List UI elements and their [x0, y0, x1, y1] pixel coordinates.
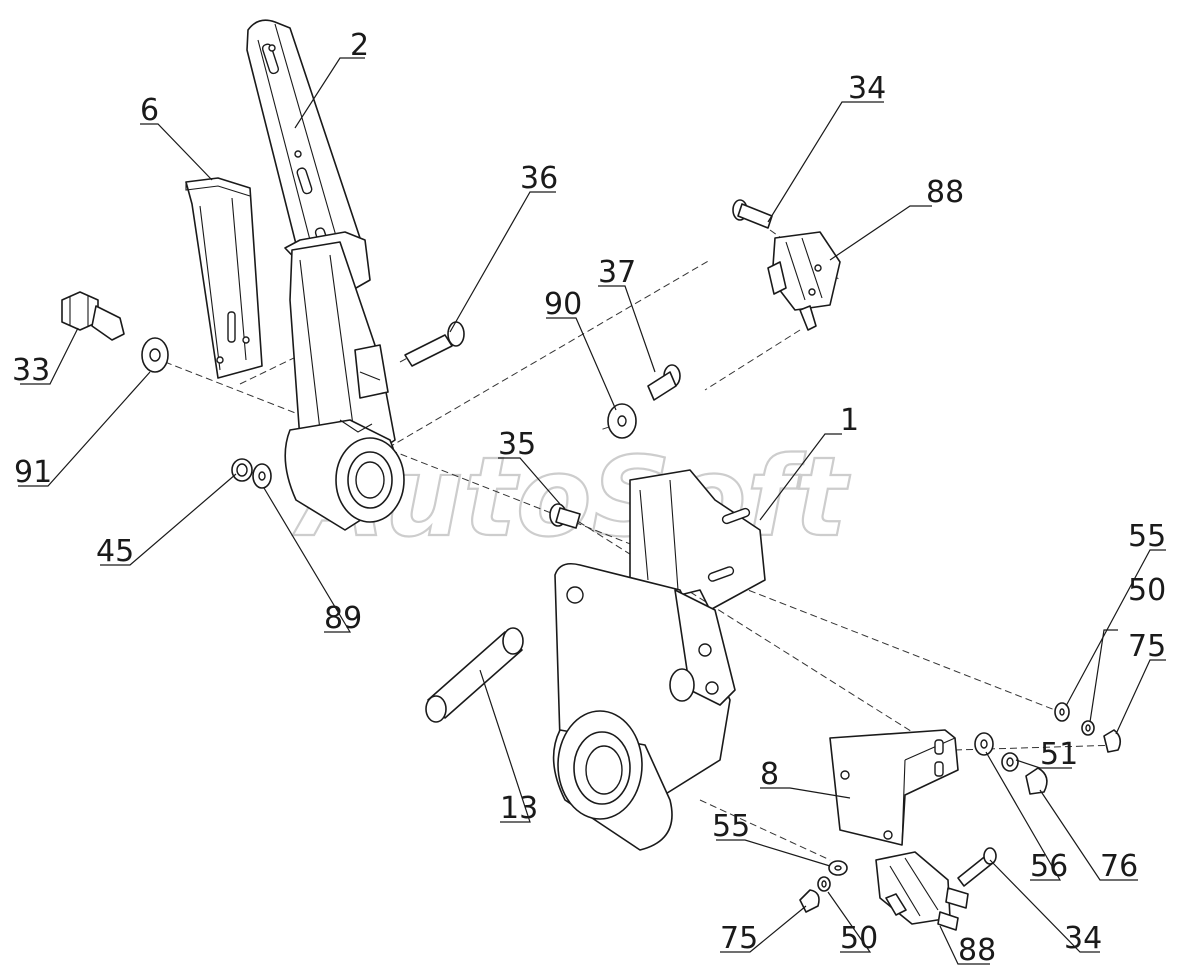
callout-51: 51 — [1040, 737, 1078, 772]
callout-76: 76 — [1100, 849, 1138, 884]
callout-1: 1 — [840, 403, 859, 438]
callout-37: 37 — [598, 255, 636, 290]
callout-50-right: 50 — [1128, 573, 1166, 608]
callout-75-right: 75 — [1128, 629, 1166, 664]
part-13-shaft — [425, 627, 524, 723]
callout-labels: 2 6 1 8 13 33 34 34 35 36 37 45 50 50 51… — [12, 28, 1166, 968]
callout-55-right: 55 — [1128, 519, 1166, 554]
part-34-bottom-pin — [957, 847, 997, 887]
callout-91: 91 — [14, 455, 52, 490]
callout-35: 35 — [498, 427, 536, 462]
callout-90: 90 — [544, 287, 582, 322]
callout-34-bottom: 34 — [1064, 921, 1102, 956]
part-6-guide-plate — [185, 177, 263, 379]
part-50-right-nut — [1081, 720, 1095, 736]
part-50-bottom-nut — [817, 876, 831, 892]
callout-56: 56 — [1030, 849, 1068, 884]
callout-6: 6 — [140, 93, 159, 128]
callout-45: 45 — [96, 534, 134, 569]
callout-2: 2 — [350, 28, 369, 63]
callout-50-bottom: 50 — [840, 921, 878, 956]
part-36-pin — [404, 321, 465, 367]
callout-33: 33 — [12, 353, 50, 388]
callout-55-bottom: 55 — [712, 809, 750, 844]
callout-88-top: 88 — [926, 175, 964, 210]
part-55-right-washer — [1054, 702, 1070, 722]
callout-89: 89 — [324, 601, 362, 636]
part-8-switch-bracket — [829, 729, 959, 846]
callout-13: 13 — [500, 791, 538, 826]
part-45-nut — [231, 458, 253, 482]
part-76-cap-nut — [1025, 767, 1048, 795]
part-1-bracket — [552, 469, 766, 851]
callout-75-bottom: 75 — [720, 921, 758, 956]
part-55-bottom-washer — [828, 860, 848, 876]
leader-lines — [18, 57, 1166, 965]
part-37-pin — [647, 364, 681, 401]
part-89-washer — [252, 463, 272, 489]
part-88-bottom-switch — [875, 851, 969, 931]
part-35-pin — [549, 503, 581, 529]
part-34-top-pin — [732, 199, 773, 229]
part-91-washer — [141, 337, 169, 373]
part-88-top-switch — [767, 231, 841, 331]
callout-88-bottom: 88 — [958, 933, 996, 968]
part-33-hex-bolt — [61, 291, 125, 341]
callout-36: 36 — [520, 161, 558, 196]
callout-8: 8 — [760, 757, 779, 792]
part-90-washer — [607, 403, 637, 439]
callout-34-top: 34 — [848, 71, 886, 106]
part-51-nut — [1001, 752, 1019, 772]
part-2-housing — [284, 241, 405, 531]
part-75-right-cap-nut — [1103, 729, 1122, 753]
part-56-washer — [974, 732, 994, 756]
